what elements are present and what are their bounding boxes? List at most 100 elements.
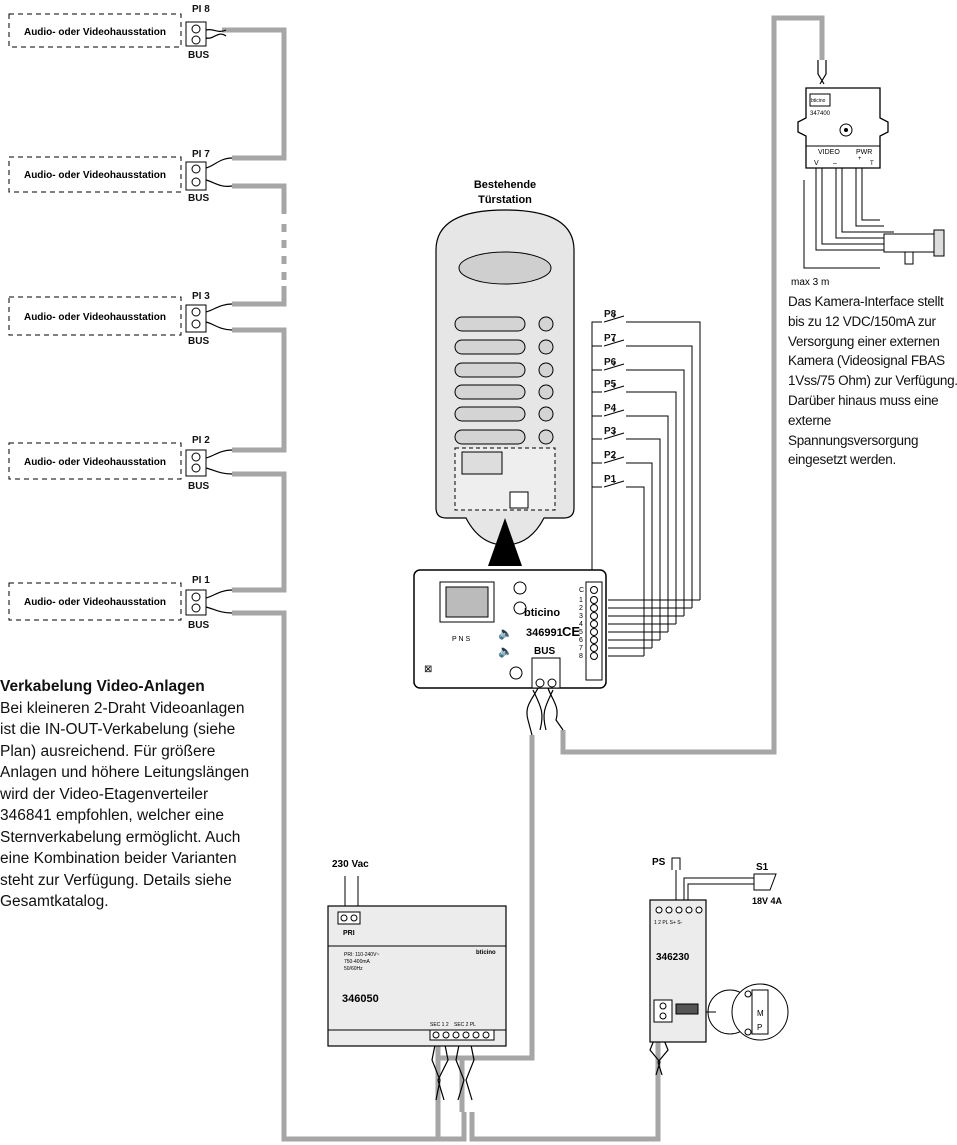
camera-interface-brand: bticino (811, 98, 826, 104)
bus-label: BUS (188, 620, 209, 631)
psu-bottom-terminals (429, 1029, 495, 1041)
screw-icon (659, 1002, 667, 1010)
call-buttons (538, 316, 554, 445)
mic-icon: 🔈 (498, 644, 513, 658)
screw-icon (659, 1012, 667, 1020)
pi-label: PI 8 (192, 4, 210, 15)
terminal-block (185, 161, 207, 191)
station-pi2: Audio- oder Videohausstation PI 2 BUS (8, 435, 210, 492)
camera-note: Das Kamera-Interface stellt bis zu 12 VD… (788, 294, 957, 468)
module-brand: bticino (524, 607, 560, 619)
video-label: VIDEO (818, 149, 840, 156)
terminal-block (185, 304, 207, 333)
module-ce: CE (562, 624, 580, 639)
power-supply-346050: 230 Vac PRI PRI: 110-240V~ 750-400mA 50/… (327, 859, 507, 1047)
terminal-label: 2 (579, 605, 583, 612)
psu-code: 346050 (342, 993, 379, 1005)
screw-icon (191, 307, 201, 317)
mode-m-label: M (757, 1009, 764, 1018)
screw-icon (340, 914, 348, 922)
mode-p-label: P (757, 1023, 762, 1032)
button-icon (538, 339, 554, 355)
push-label: P4 (604, 403, 617, 414)
adjust-knob-center (844, 128, 848, 132)
screw-icon (191, 319, 201, 329)
t-label: T (870, 161, 874, 167)
bus-label: BUS (188, 50, 209, 61)
push-label: P5 (604, 379, 617, 390)
psu-spec-2: 750-400mA (344, 959, 371, 965)
v-label: V (814, 160, 819, 167)
psu-out-2: SEC 2 PL (454, 1022, 476, 1028)
terminal-label: C (579, 587, 584, 594)
screw-icon (513, 601, 527, 615)
terminal-label: 7 (579, 645, 583, 652)
camera-interface-code: 347400 (810, 111, 831, 117)
interface-module-346991: bticino 346991 CE BUS P N S 🔈 🔈 ⊠ C 1 2 … (413, 569, 607, 689)
terminal-label: 3 (579, 613, 583, 620)
screw-icon (191, 177, 201, 187)
screw-icon (191, 24, 201, 34)
button-icon (538, 362, 554, 378)
station-pi7: Audio- oder Videohausstation PI 7 BUS (8, 149, 210, 204)
button-icon (538, 429, 554, 445)
screw-icon (744, 1028, 752, 1036)
bus-label: BUS (188, 193, 209, 204)
info-body: Bei kleineren 2-Draht Videoanlagen ist d… (0, 699, 250, 911)
terminal-label: 4 (579, 621, 583, 628)
pwr-label: PWR (856, 149, 872, 156)
module-bus-label: BUS (534, 646, 555, 657)
station-label: Audio- oder Videohausstation (24, 170, 166, 181)
terminal-labels: C 1 2 3 4 5 6 7 8 (579, 587, 584, 660)
speaker-grille (458, 251, 552, 285)
station-label: Audio- oder Videohausstation (24, 27, 166, 38)
name-tags (454, 316, 526, 445)
plus-label: + (858, 156, 862, 162)
camera-wiring (803, 168, 912, 269)
pi-label: PI 2 (192, 435, 210, 446)
max-length-label: max 3 m (791, 277, 829, 288)
station-label: Audio- oder Videohausstation (24, 597, 166, 608)
screw-icon (509, 666, 523, 680)
push-label: P3 (604, 426, 617, 437)
push-label: P7 (604, 333, 617, 344)
button-icon (538, 316, 554, 332)
screw-icon (535, 678, 545, 688)
station-box (8, 296, 182, 336)
terminal-label: 5 (579, 629, 583, 636)
station-box (8, 582, 182, 621)
station-box (8, 13, 182, 48)
terminal-block (185, 21, 207, 47)
push-label: P2 (604, 450, 617, 461)
station-pi3: Audio- oder Videohausstation PI 3 BUS (8, 291, 210, 347)
module-slot-display (461, 451, 503, 475)
dip-switch-icon (675, 1003, 699, 1015)
screw-icon (191, 463, 201, 473)
mode-switch-icon (751, 989, 769, 1035)
minus-label: – (833, 160, 837, 167)
psu-housing (327, 905, 507, 1047)
camera-lens (933, 229, 945, 257)
station-label: Audio- oder Videohausstation (24, 457, 166, 468)
psu-brand: bticino (476, 950, 496, 956)
supply-346230: PS S1 18V 4A 1 2 PL S+ S- 346230 M P (649, 857, 789, 1043)
bus-label: BUS (188, 336, 209, 347)
screw-icon (744, 990, 752, 998)
module-display-inner (445, 586, 489, 618)
door-station-title-2: Türstation (478, 194, 532, 206)
supply-bottom-terminal (653, 999, 673, 1023)
push-label: P6 (604, 357, 617, 368)
mode-labels: P N S (452, 636, 470, 643)
psu-pri-label: PRI (343, 930, 355, 937)
camera-icon (883, 233, 937, 253)
camera-mount (904, 251, 914, 265)
supply-terminal-labels: 1 2 PL S+ S- (654, 920, 683, 926)
screw-icon (191, 164, 201, 174)
screw-icon (191, 592, 201, 602)
station-pi1: Audio- oder Videohausstation PI 1 BUS (8, 575, 210, 631)
push-button-labels: P8 P7 P6 P5 P4 P3 P2 P1 (604, 309, 617, 485)
pi-label: PI 1 (192, 575, 210, 586)
screw-icon (350, 914, 358, 922)
camera-interface-logo-box (809, 93, 831, 107)
s1-connector-icon (753, 873, 777, 891)
